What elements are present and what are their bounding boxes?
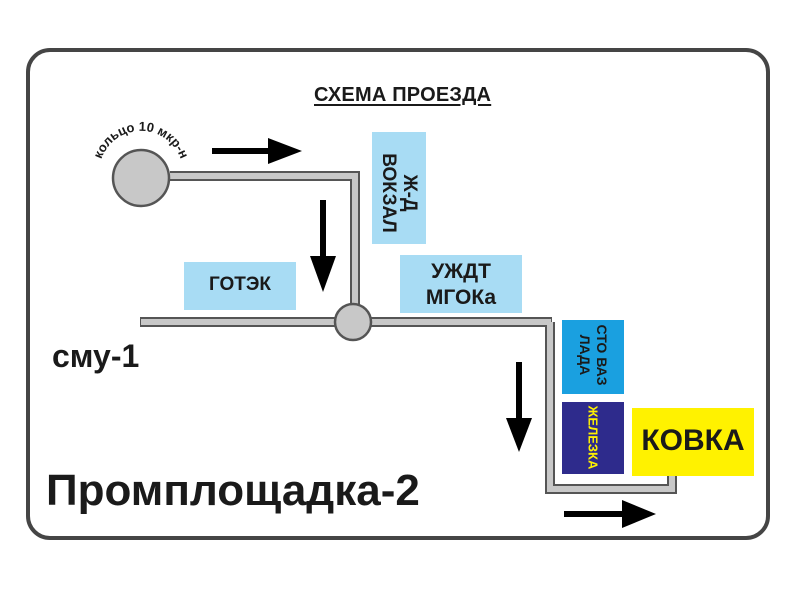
kovka-label: КОВКА	[641, 424, 745, 457]
uzhdt-box: УЖДТ МГОКа	[400, 255, 522, 313]
zheleska-box: ЖЕЛЕЗКА	[562, 402, 624, 474]
arrow-down-left-icon	[310, 200, 336, 292]
map-title: СХЕМА ПРОЕЗДА	[314, 84, 492, 106]
sto-vaz-box: СТО ВАЗ ЛАДА	[562, 320, 624, 394]
direction-arrows	[212, 138, 656, 528]
arrow-down-right-icon	[506, 362, 532, 452]
roundabout-10mkr	[111, 148, 171, 208]
railway-station-label: Ж-Д ВОКЗАЛ	[378, 153, 420, 233]
gotek-label: ГОТЭК	[208, 274, 272, 295]
promploshadka-label: Промплощадка-2	[46, 466, 420, 515]
kovka-box: КОВКА	[632, 408, 754, 476]
roundabout-center	[333, 302, 373, 342]
arrow-right-bottom-icon	[564, 500, 656, 528]
arrow-right-top-icon	[212, 138, 302, 164]
uzhdt-label: УЖДТ МГОКа	[425, 260, 497, 309]
railway-station-box: Ж-Д ВОКЗАЛ	[372, 132, 426, 244]
gotek-box: ГОТЭК	[184, 262, 296, 310]
zheleska-label: ЖЕЛЕЗКА	[585, 405, 601, 470]
smu-1-label: сму-1	[52, 338, 140, 374]
sto-vaz-label: СТО ВАЗ ЛАДА	[577, 324, 610, 386]
